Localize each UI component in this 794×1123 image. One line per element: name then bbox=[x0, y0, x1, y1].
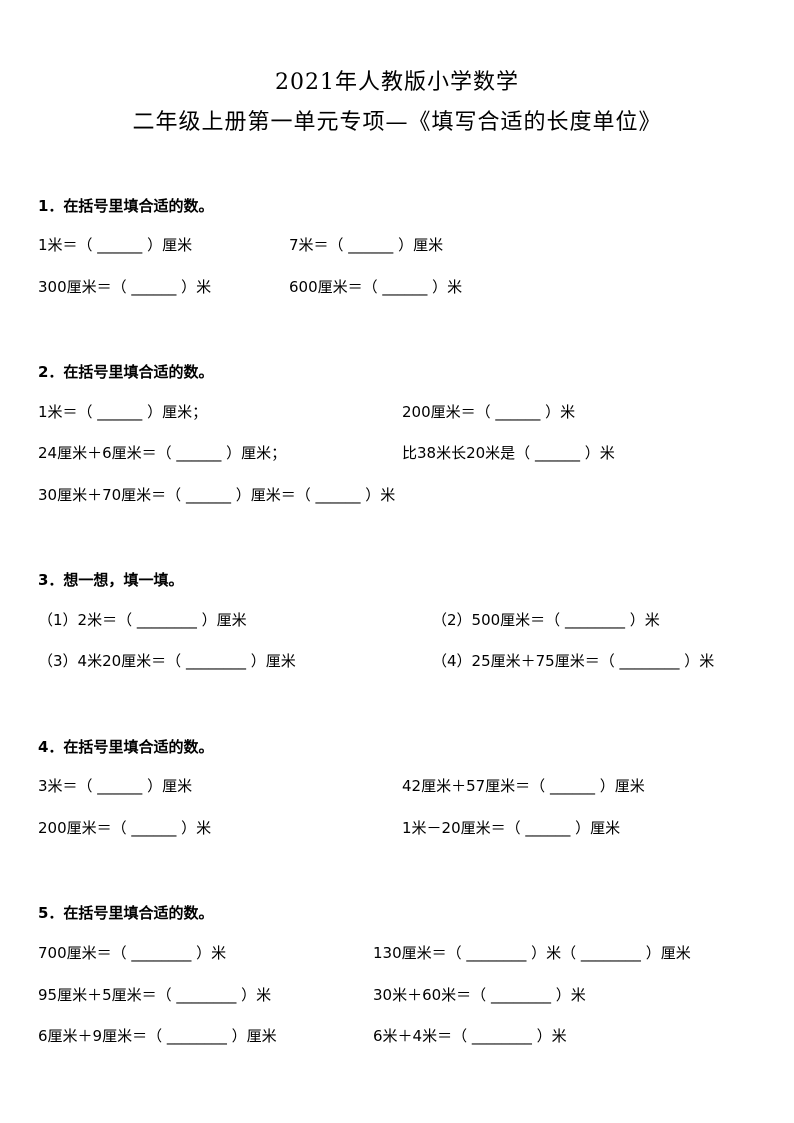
question-2-5: 30厘米＋70厘米＝（ ______ ）厘米＝（ ______ ）米 bbox=[38, 486, 396, 504]
question-3-4: （4）25厘米＋75厘米＝（ ________ ）米 bbox=[432, 652, 715, 670]
question-2-1: 1米＝（ ______ ）厘米； bbox=[38, 403, 208, 421]
question-3-3: （3）4米20厘米＝（ ________ ）厘米 bbox=[38, 652, 296, 670]
question-1-4: 600厘米＝（ ______ ）米 bbox=[289, 278, 463, 296]
section-4-heading: 4．在括号里填合适的数。 bbox=[38, 738, 214, 756]
question-1-3: 300厘米＝（ ______ ）米 bbox=[38, 278, 212, 296]
question-5-2: 130厘米＝（ ________ ）米（ ________ ）厘米 bbox=[373, 944, 691, 962]
question-4-4: 1米－20厘米＝（ ______ ）厘米 bbox=[402, 819, 621, 837]
question-5-1: 700厘米＝（ ________ ）米 bbox=[38, 944, 227, 962]
question-2-2: 200厘米＝（ ______ ）米 bbox=[402, 403, 576, 421]
section-3-heading: 3．想一想，填一填。 bbox=[38, 571, 184, 589]
section-1-heading: 1．在括号里填合适的数。 bbox=[38, 197, 214, 215]
page-title-line1: 2021年人教版小学数学 bbox=[275, 70, 519, 95]
question-3-2: （2）500厘米＝（ ________ ）米 bbox=[432, 611, 660, 629]
page-title-line2: 二年级上册第一单元专项—《填写合适的长度单位》 bbox=[132, 110, 662, 135]
question-1-1: 1米＝（ ______ ）厘米 bbox=[38, 236, 193, 254]
question-5-5: 6厘米＋9厘米＝（ ________ ）厘米 bbox=[38, 1027, 277, 1045]
question-4-2: 42厘米＋57厘米＝（ ______ ）厘米 bbox=[402, 777, 645, 795]
question-4-3: 200厘米＝（ ______ ）米 bbox=[38, 819, 212, 837]
question-5-3: 95厘米＋5厘米＝（ ________ ）米 bbox=[38, 986, 272, 1004]
question-4-1: 3米＝（ ______ ）厘米 bbox=[38, 777, 193, 795]
question-2-4: 比38米长20米是（ ______ ）米 bbox=[402, 444, 615, 462]
question-3-1: （1）2米＝（ ________ ）厘米 bbox=[38, 611, 247, 629]
question-2-3: 24厘米＋6厘米＝（ ______ ）厘米； bbox=[38, 444, 287, 462]
question-5-6: 6米＋4米＝（ ________ ）米 bbox=[373, 1027, 567, 1045]
question-5-4: 30米＋60米＝（ ________ ）米 bbox=[373, 986, 586, 1004]
question-1-2: 7米＝（ ______ ）厘米 bbox=[289, 236, 444, 254]
section-5-heading: 5．在括号里填合适的数。 bbox=[38, 904, 214, 922]
section-2-heading: 2．在括号里填合适的数。 bbox=[38, 363, 214, 381]
